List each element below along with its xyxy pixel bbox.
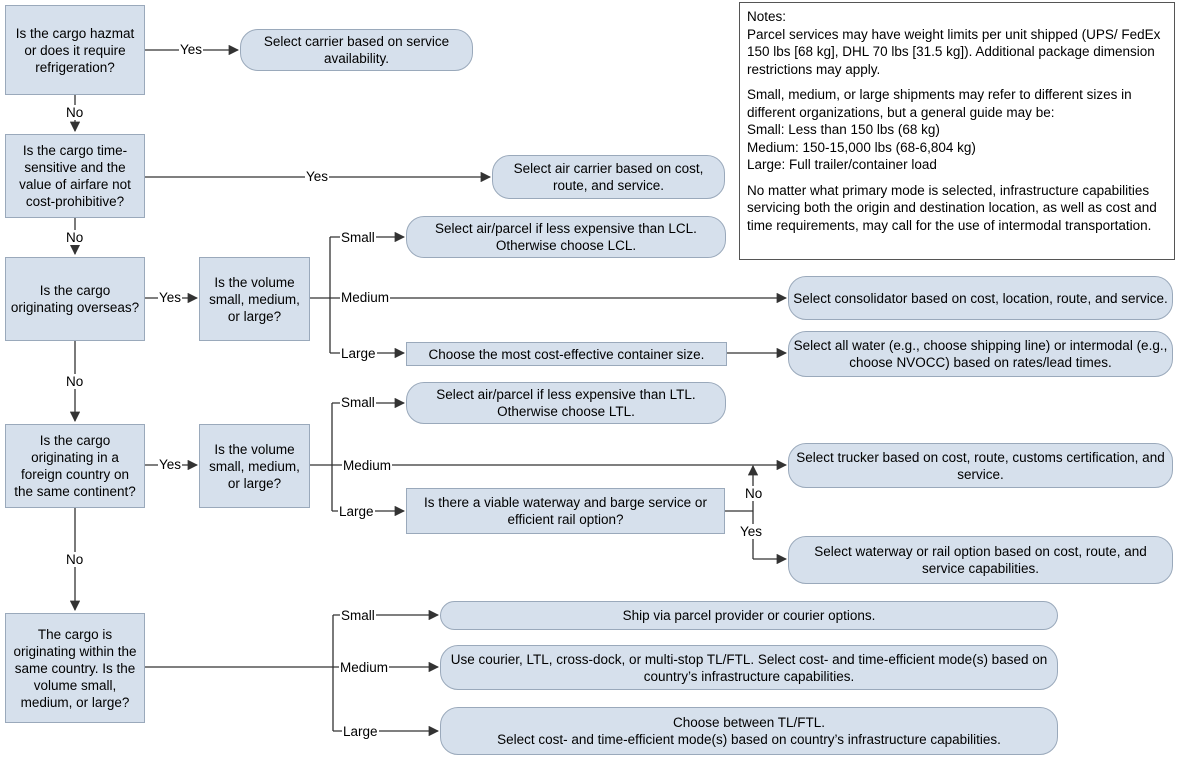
edge-label-small: Small [340, 608, 376, 623]
edge-label-yes: Yes [158, 290, 183, 305]
edge-label-no: No [744, 486, 764, 501]
edge-label-large: Large [340, 346, 377, 361]
outcome-air-parcel-ltl: Select air/parcel if less expensive than… [406, 382, 726, 424]
notes-paragraph-weight-limits: Parcel services may have weight limits p… [747, 26, 1161, 77]
notes-paragraph-size-guide: Small, medium, or large shipments may re… [747, 86, 1167, 174]
notes-size-large: Large: Full trailer/container load [747, 157, 937, 172]
notes-size-medium: Medium: 150-15,000 lbs (68-6,804 kg) [747, 139, 976, 155]
edge-label-yes: Yes [158, 457, 183, 472]
notes-title: Notes: [747, 9, 787, 24]
outcome-courier-ltl: Use courier, LTL, cross-dock, or multi-s… [440, 645, 1058, 690]
edge-label-small: Small [340, 230, 376, 245]
edge-label-yes: Yes [305, 169, 330, 184]
decision-waterway: Is there a viable waterway and barge ser… [406, 488, 725, 534]
decision-hazmat: Is the cargo hazmat or does it require r… [5, 5, 145, 95]
decision-domestic: The cargo is originating within the same… [5, 613, 145, 723]
decision-overseas: Is the cargo originating overseas? [5, 257, 145, 341]
edge-label-medium: Medium [342, 458, 393, 473]
outcome-tl-ftl: Choose between TL/FTL. Select cost- and … [440, 707, 1058, 755]
edge-label-medium: Medium [339, 660, 390, 675]
edge-label-yes: Yes [739, 524, 764, 539]
decision-foreign-continent: Is the cargo originating in a foreign co… [5, 424, 145, 508]
edge-label-no: No [65, 105, 85, 120]
notes-box: Notes: Parcel services may have weight l… [739, 2, 1175, 260]
edge-label-small: Small [340, 395, 376, 410]
outcome-consolidator: Select consolidator based on cost, locat… [788, 276, 1173, 320]
edge-label-no: No [65, 374, 85, 389]
edge-label-large: Large [342, 724, 379, 739]
edge-label-medium: Medium [340, 290, 391, 305]
outcome-trucker: Select trucker based on cost, route, cus… [788, 443, 1173, 488]
notes-size-small: Small: Less than 150 lbs (68 kg) [747, 122, 940, 137]
outcome-air-carrier: Select air carrier based on cost, route,… [492, 155, 725, 199]
notes-paragraph-intermodal: No matter what primary mode is selected,… [747, 182, 1157, 233]
edge-label-yes: Yes [179, 42, 204, 57]
edge-label-no: No [65, 552, 85, 567]
decision-volume-continent: Is the volume small, medium, or large? [199, 424, 310, 508]
decision-time-sensitive: Is the cargo time-sensitive and the valu… [5, 134, 145, 218]
outcome-parcel-courier: Ship via parcel provider or courier opti… [440, 601, 1058, 630]
outcome-waterway-rail: Select waterway or rail option based on … [788, 536, 1173, 584]
outcome-carrier-availability: Select carrier based on service availabi… [240, 29, 473, 71]
decision-volume-overseas: Is the volume small, medium, or large? [199, 257, 310, 341]
outcome-all-water: Select all water (e.g., choose shipping … [788, 331, 1173, 377]
edge-label-no: No [65, 230, 85, 245]
outcome-air-parcel-lcl: Select air/parcel if less expensive than… [406, 216, 726, 258]
notes-size-intro: Small, medium, or large shipments may re… [747, 87, 1132, 120]
step-container-size: Choose the most cost-effective container… [406, 342, 727, 366]
edge-label-large: Large [338, 504, 375, 519]
